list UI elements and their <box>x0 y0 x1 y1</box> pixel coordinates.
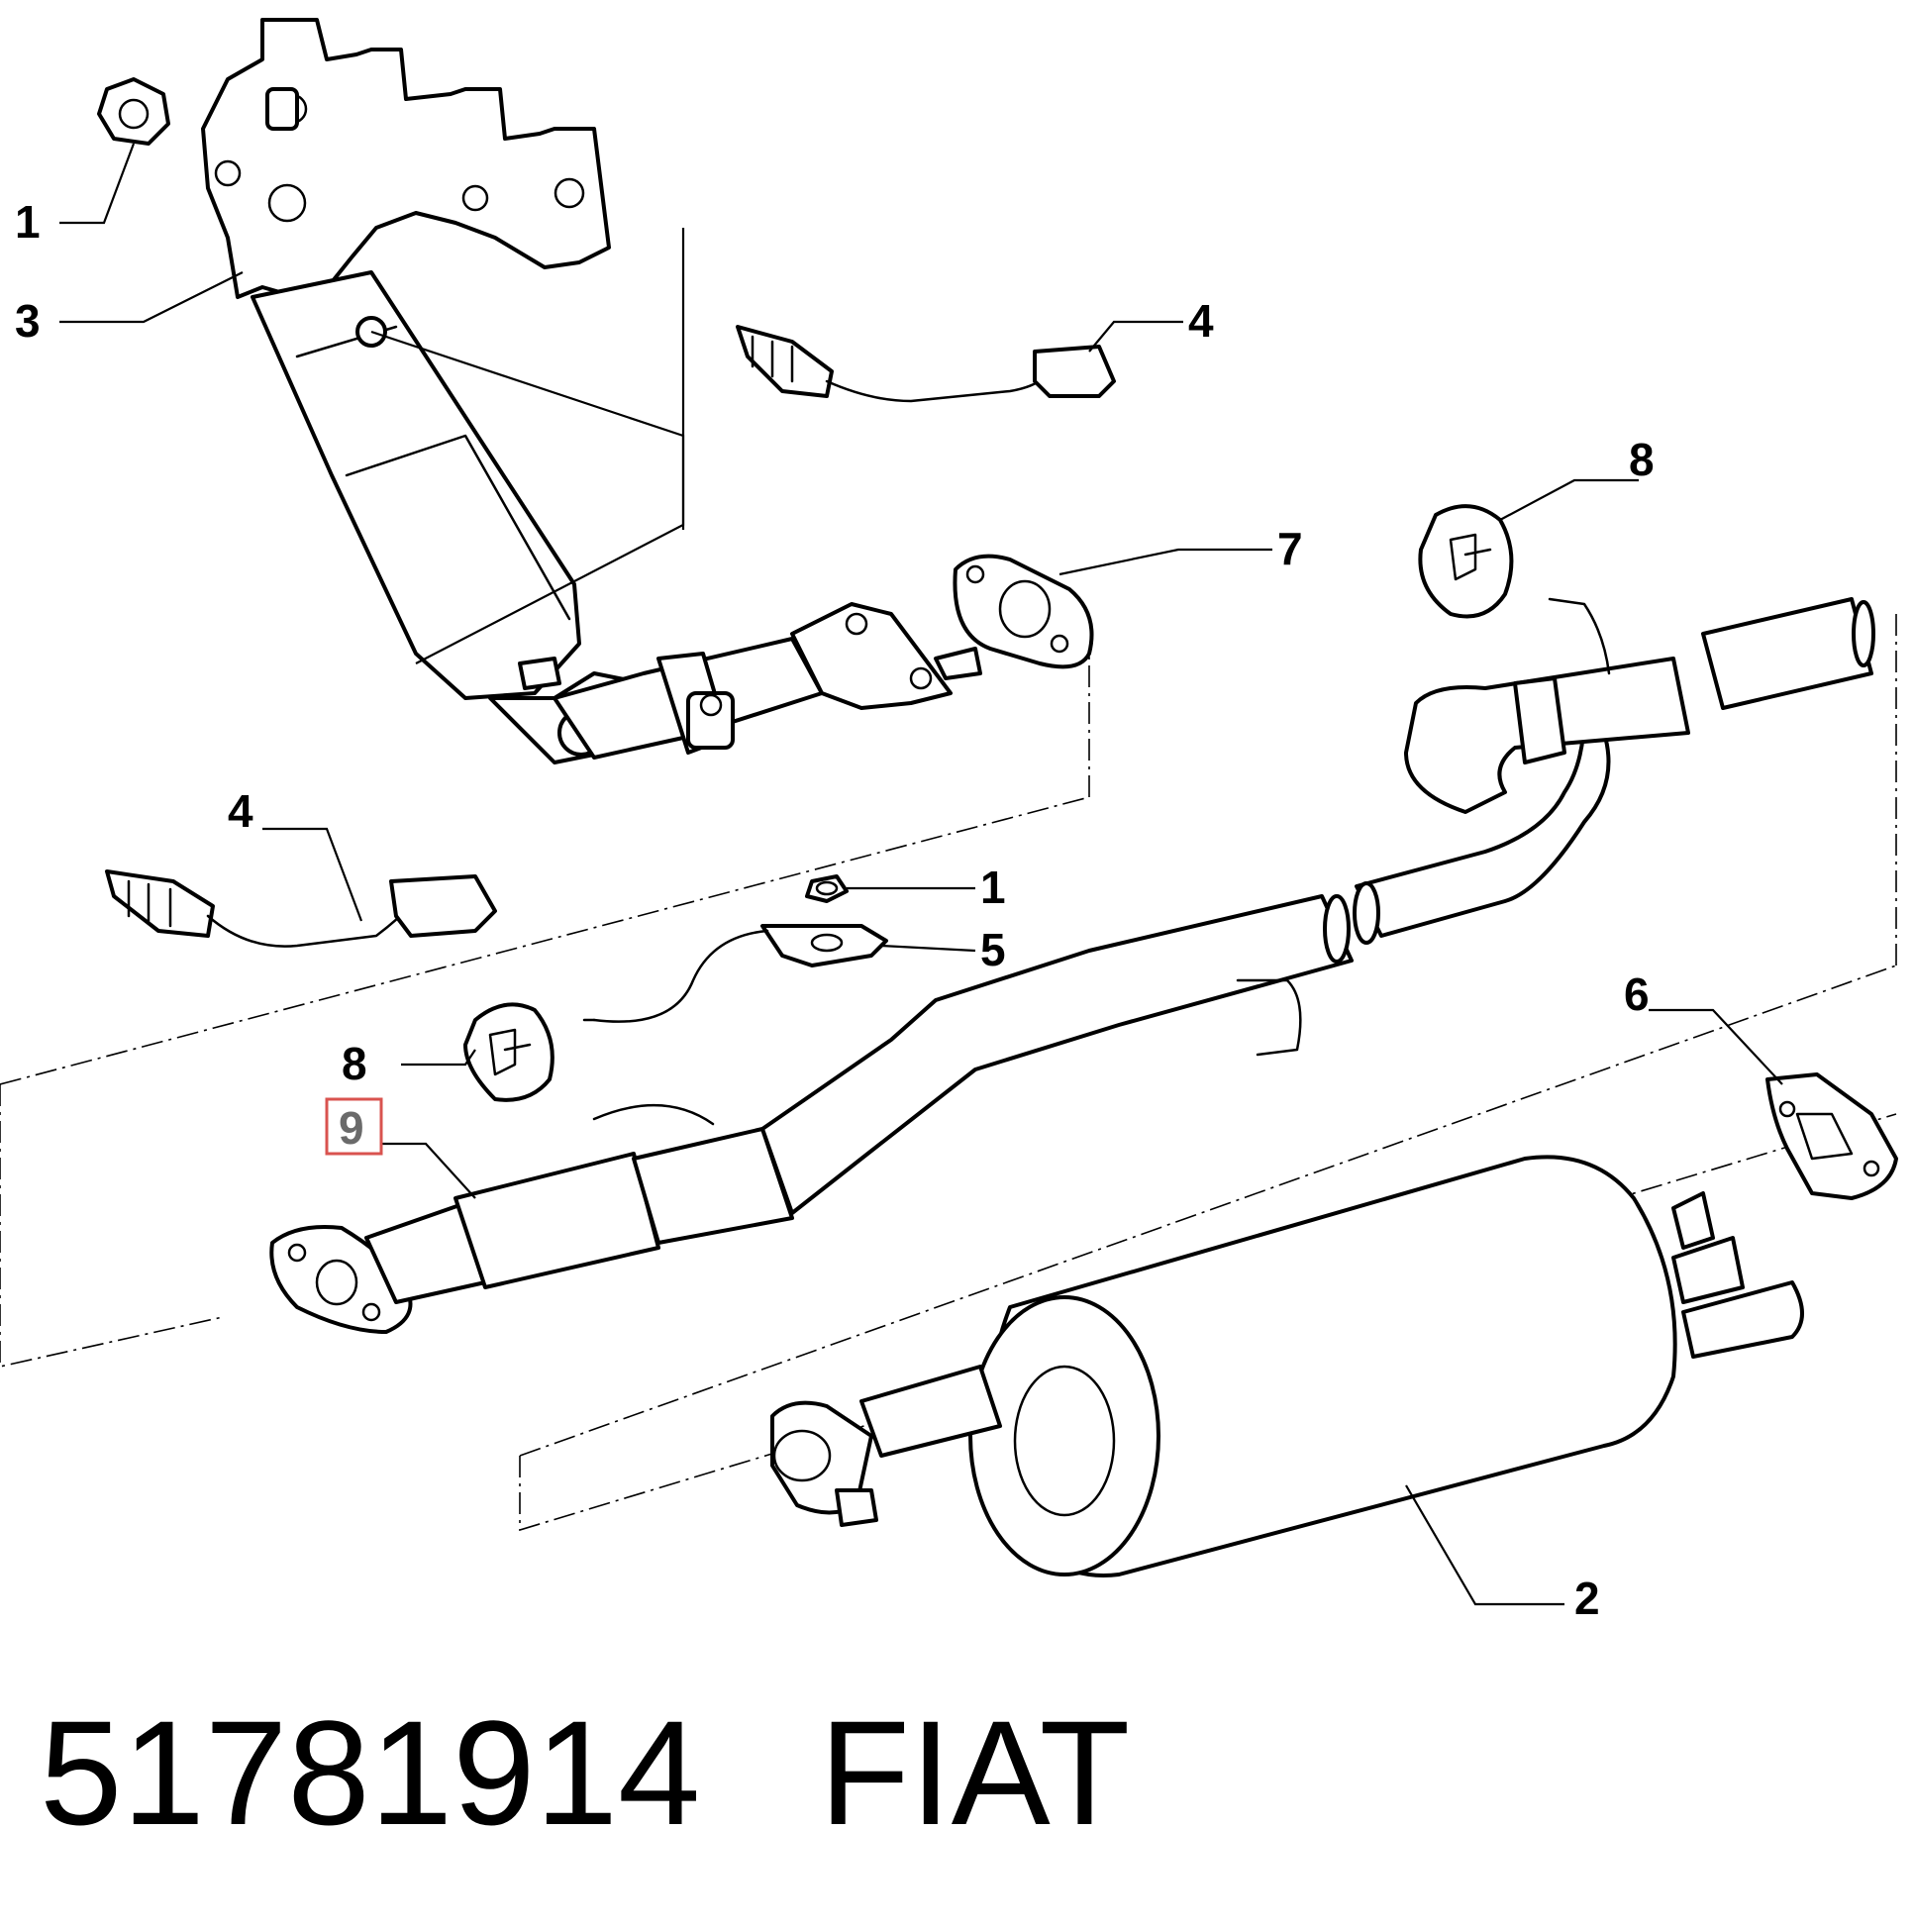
callout-9: 9 <box>339 1102 364 1154</box>
callout-2: 2 <box>1574 1573 1600 1624</box>
flange-gasket <box>953 554 1094 669</box>
rear-pipe-elbow <box>1353 597 1875 945</box>
bracket-with-nut <box>582 874 888 1023</box>
rubber-mount-lower <box>463 1002 554 1102</box>
heat-shield-plate <box>1765 1072 1898 1200</box>
callout-4-upper: 4 <box>1188 295 1214 347</box>
callout-8-upper: 8 <box>1629 434 1655 485</box>
leader-lines <box>59 143 1783 1606</box>
callout-1-middle: 1 <box>980 862 1006 913</box>
callout-8-lower: 8 <box>342 1038 367 1089</box>
callout-4-lower: 4 <box>228 785 253 837</box>
oxygen-sensor-lower <box>105 869 497 948</box>
callout-3: 3 <box>15 295 41 347</box>
rear-muffler <box>770 1155 1804 1577</box>
intermediate-pipe-resonator <box>269 894 1354 1334</box>
callout-7: 7 <box>1277 523 1303 574</box>
oxygen-sensor-upper <box>736 325 1116 403</box>
front-pipe-with-clamp <box>553 602 982 760</box>
exhaust-manifold-catalyst <box>201 18 646 764</box>
part-caption: 51781914 FIAT <box>40 1683 1130 1862</box>
nut-upper <box>97 77 170 146</box>
part-number: 51781914 <box>40 1689 701 1856</box>
brand-name: FIAT <box>819 1689 1131 1856</box>
callout-labels: 1 3 4 7 8 4 1 5 6 8 9 2 <box>15 196 1655 1624</box>
rubber-mount-upper <box>1418 504 1514 619</box>
callout-9-highlight-box <box>325 1097 383 1156</box>
callout-5: 5 <box>980 924 1006 975</box>
callout-1-upper: 1 <box>15 196 41 248</box>
callout-6: 6 <box>1624 968 1650 1020</box>
